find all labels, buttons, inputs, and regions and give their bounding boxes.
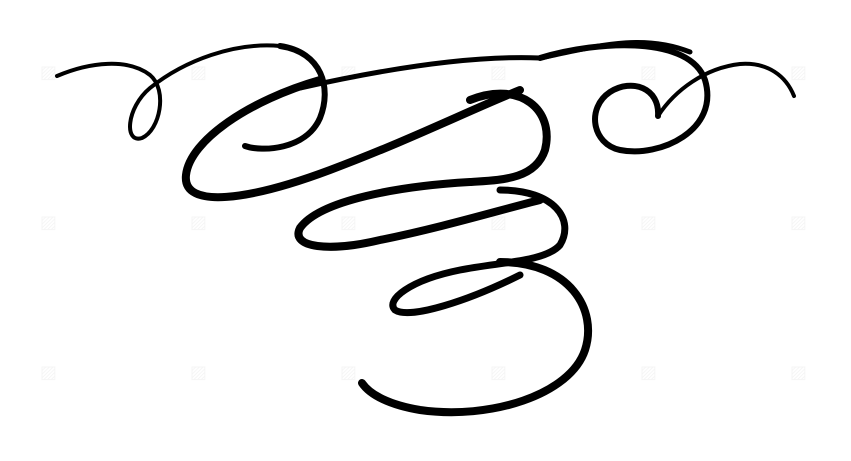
right-curl-stroke <box>537 42 711 155</box>
svg-text:▨: ▨ <box>340 212 357 233</box>
svg-text:▨: ▨ <box>190 362 207 383</box>
svg-text:▨: ▨ <box>790 362 807 383</box>
svg-text:▨: ▨ <box>790 62 807 83</box>
svg-text:▨: ▨ <box>640 212 657 233</box>
upper-sweep-stroke <box>297 40 693 91</box>
svg-text:▨: ▨ <box>640 62 657 83</box>
svg-text:▨: ▨ <box>790 212 807 233</box>
svg-text:▨: ▨ <box>40 62 57 83</box>
main-oval-stroke <box>181 76 524 202</box>
spiral-middle-curve-stroke <box>389 186 569 317</box>
svg-text:▨: ▨ <box>640 362 657 383</box>
svg-text:▨: ▨ <box>190 62 207 83</box>
right-swash-stroke <box>656 61 796 118</box>
watermark-pattern: ▨ ▨ ▨ ▨ ▨ ▨ ▨ ▨ ▨ ▨ ▨ ▨ ▨ ▨ ▨ ▨ ▨ ▨ <box>40 62 807 383</box>
spiral-tail-stroke <box>358 258 593 417</box>
svg-text:▨: ▨ <box>190 212 207 233</box>
svg-text:▨: ▨ <box>490 362 507 383</box>
spiral-upper-curve-stroke <box>294 89 551 251</box>
upper-left-loop-stroke <box>242 43 328 152</box>
flourish-ink <box>55 40 796 417</box>
svg-text:▨: ▨ <box>490 62 507 83</box>
svg-text:▨: ▨ <box>40 212 57 233</box>
svg-text:▨: ▨ <box>340 362 357 383</box>
svg-text:▨: ▨ <box>40 362 57 383</box>
left-swash-stroke <box>55 43 282 141</box>
